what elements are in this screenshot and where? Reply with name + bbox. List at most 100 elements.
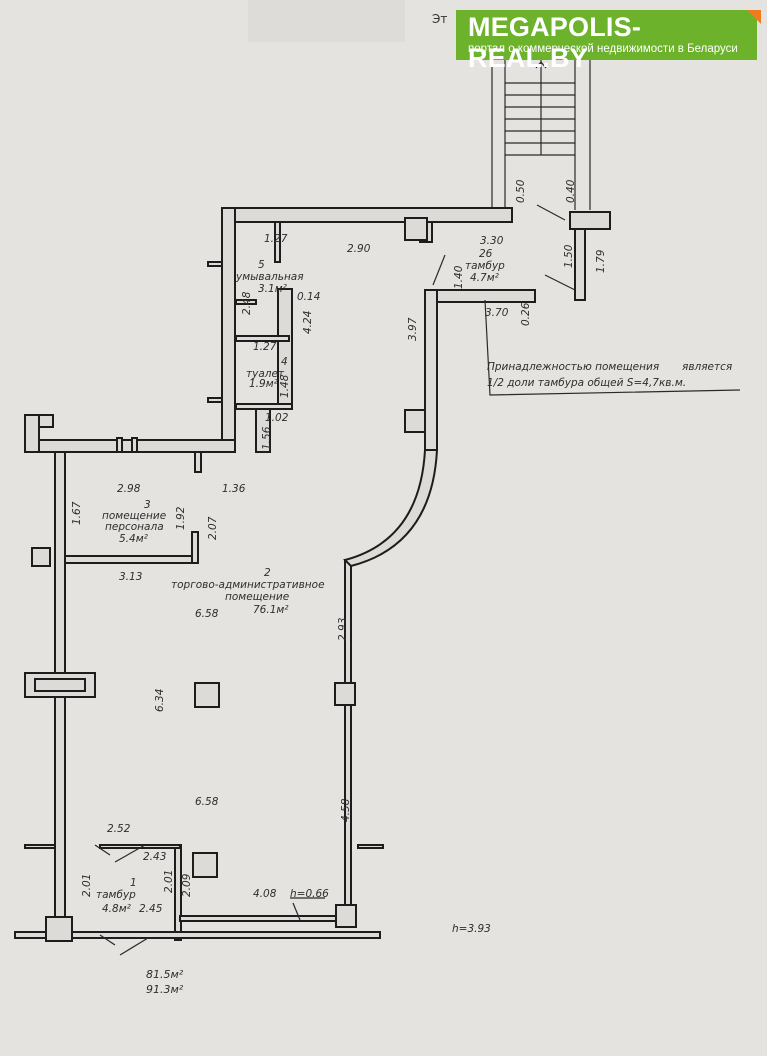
door-swings bbox=[94, 204, 741, 956]
plan-label: 6.34 bbox=[154, 689, 166, 712]
plan-label: 4.58 bbox=[340, 798, 352, 822]
plan-label: 0.26 bbox=[520, 302, 532, 326]
plan-label: умывальная bbox=[235, 271, 304, 283]
plan-label: 2.45 bbox=[139, 903, 163, 915]
plan-stroke bbox=[24, 439, 236, 453]
plan-label: 4.8м² bbox=[102, 903, 132, 915]
plan-stroke bbox=[24, 414, 40, 453]
plan-label: 3.70 bbox=[485, 307, 509, 319]
plan-stroke bbox=[292, 902, 301, 921]
blank-patch bbox=[248, 0, 405, 42]
plan-stroke bbox=[119, 937, 149, 956]
plan-label: 1.79 bbox=[595, 249, 607, 273]
plan-stroke bbox=[484, 299, 741, 396]
plan-label: 1.67 bbox=[71, 501, 83, 525]
plan-stroke bbox=[569, 211, 611, 230]
plan-label: 3.1м² bbox=[258, 283, 288, 295]
plan-stroke bbox=[14, 931, 381, 939]
plan-label: 2.93 bbox=[337, 618, 349, 641]
header-partial-text: Эт bbox=[432, 12, 448, 26]
plan-label: персонала bbox=[105, 521, 164, 533]
plan-stroke bbox=[221, 207, 513, 223]
plan-label: 6.58 bbox=[195, 608, 219, 620]
plan-label: 2.90 bbox=[347, 243, 371, 255]
plan-label: помещение bbox=[102, 510, 166, 522]
plan-stroke bbox=[221, 207, 236, 453]
plan-label: 76.1м² bbox=[253, 604, 289, 616]
plan-label: 5.4м² bbox=[119, 533, 149, 545]
plan-label: туалет bbox=[246, 368, 285, 380]
plan-stroke bbox=[207, 261, 223, 267]
plan-label: 0.40 bbox=[565, 179, 577, 203]
room-3-label: 3 помещение персонала 5.4м² bbox=[102, 499, 166, 545]
plan-label: 4.7м² bbox=[470, 272, 500, 284]
plan-label: 2.01 bbox=[81, 874, 93, 897]
logo-corner-fold bbox=[747, 10, 761, 24]
plan-stroke bbox=[31, 547, 51, 567]
plan-label: 5 bbox=[258, 259, 265, 271]
plan-stroke bbox=[536, 204, 566, 221]
plan-stroke bbox=[404, 217, 428, 241]
room-26-label: 26 тамбур 4.7м² bbox=[465, 248, 505, 284]
dimensions: 1.27 2.90 3.30 0.50 0.40 1.50 1.79 1.40 … bbox=[71, 179, 607, 935]
logo-title: MEGAPOLIS-REAL.BY bbox=[468, 12, 642, 73]
plan-label: 1.02 bbox=[265, 412, 289, 424]
plan-label: 1.56 bbox=[261, 426, 273, 450]
plan-label: 0.50 bbox=[515, 179, 527, 203]
plan-stroke bbox=[191, 531, 199, 564]
room-1-label: 1 тамбур 4.8м² bbox=[96, 877, 137, 915]
plan-label: 2.09 bbox=[181, 873, 193, 897]
room-5-label: 5 умывальная 3.1м² bbox=[235, 259, 304, 295]
plan-label: 2.52 bbox=[107, 823, 131, 835]
plan-stroke bbox=[192, 852, 218, 878]
plan-stroke bbox=[235, 335, 290, 342]
plan-label: h=0.66 bbox=[290, 888, 329, 900]
room-4-label: 4 туалет 1.9м² bbox=[246, 356, 288, 390]
plan-label: 26 bbox=[479, 248, 493, 260]
plan-stroke bbox=[344, 559, 352, 921]
plan-label: 4.08 bbox=[253, 888, 277, 900]
plan-stroke bbox=[235, 299, 257, 305]
plan-label: 3.97 bbox=[407, 317, 419, 341]
plan-stroke bbox=[404, 409, 426, 433]
plan-stroke bbox=[64, 555, 198, 564]
plan-label: 6.58 bbox=[195, 796, 219, 808]
plan-label: помещение bbox=[225, 591, 289, 603]
plan-label: является bbox=[682, 361, 732, 373]
plan-stroke bbox=[116, 437, 123, 453]
plan-stroke bbox=[255, 408, 271, 453]
plan-label: 2.98 bbox=[117, 483, 141, 495]
plan-label: 91.3м² bbox=[146, 983, 184, 996]
plan-label: 1.27 bbox=[253, 341, 277, 353]
plan-stroke bbox=[357, 844, 384, 849]
plan-stroke bbox=[38, 414, 54, 428]
plan-stroke bbox=[24, 844, 56, 849]
plan-label: Принадлежностью помещения bbox=[487, 361, 659, 373]
plan-label: 1.36 bbox=[222, 483, 246, 495]
plan-stroke bbox=[343, 449, 439, 568]
plan-stroke bbox=[334, 682, 356, 706]
room-2-label: 2 торгово-административное помещение 76.… bbox=[171, 567, 325, 616]
plan-stroke bbox=[424, 289, 438, 451]
plan-stroke bbox=[436, 289, 536, 303]
plan-label: 1 bbox=[130, 877, 137, 889]
plan-label: 4 bbox=[281, 356, 288, 368]
plan-label: тамбур bbox=[96, 889, 136, 901]
ownership-note: Принадлежностью помещения является 1/2 д… bbox=[487, 361, 732, 389]
plan-label: 3 bbox=[144, 499, 151, 511]
plan-label: 2.07 bbox=[207, 516, 219, 540]
plan-label: 2.43 bbox=[143, 851, 166, 863]
megapolis-logo[interactable]: MEGAPOLIS-REAL.BY портал о коммерческой … bbox=[456, 10, 761, 73]
plan-stroke bbox=[544, 274, 576, 291]
plan-label: 1.40 bbox=[453, 265, 465, 289]
plan-stroke bbox=[179, 915, 341, 922]
plan-stroke bbox=[535, 61, 547, 69]
plan-label: 1/2 доли тамбура общей S=4,7кв.м. bbox=[487, 377, 686, 389]
plan-stroke bbox=[432, 254, 446, 286]
plan-stroke bbox=[574, 221, 586, 301]
staircase bbox=[491, 60, 591, 210]
columns bbox=[45, 211, 611, 942]
plan-stroke bbox=[335, 904, 357, 928]
plan-label: 1.27 bbox=[264, 233, 288, 245]
